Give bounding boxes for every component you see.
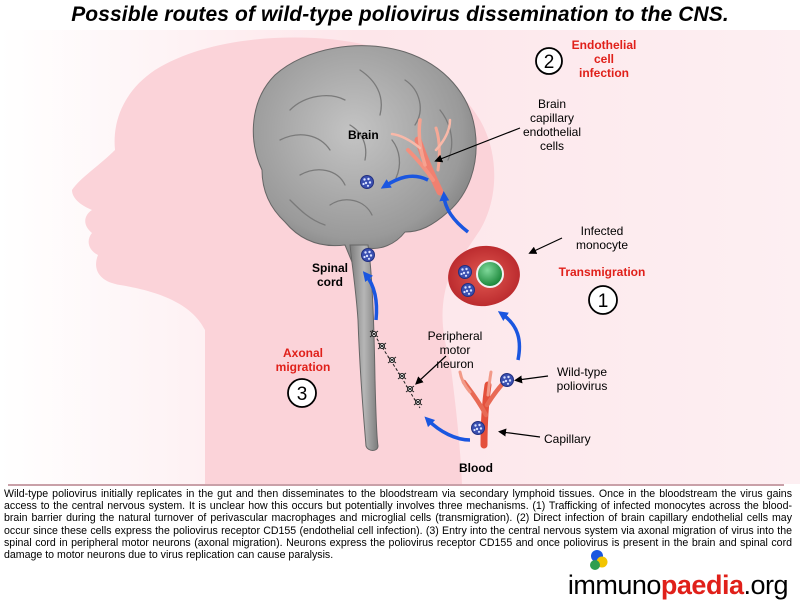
svg-text:migration: migration (276, 360, 331, 374)
label-endothelial-infection: Endothelial cell infection (572, 38, 637, 80)
arrow-monocyte-to-capillary (439, 191, 470, 234)
label-spinal-cord: Spinal cord (312, 261, 348, 289)
route-arrows (362, 174, 522, 442)
arrow-spinal-up (362, 271, 379, 321)
label-peripheral-motor-neuron: Peripheral motor neuron (428, 329, 483, 371)
arrow-capillary-to-neuron (424, 416, 471, 442)
svg-text:poliovirus: poliovirus (557, 379, 608, 393)
diagram-title: Possible routes of wild-type poliovirus … (71, 3, 729, 26)
virus-brain (360, 175, 374, 189)
virus-spinal (361, 248, 375, 262)
label-infected-monocyte: Infected monocyte (576, 224, 628, 252)
svg-text:Spinal: Spinal (312, 261, 348, 275)
logo-part-2: paedia (660, 570, 744, 600)
logo-part-1: immuno (567, 570, 662, 600)
pointer-capillary-cells (434, 127, 521, 163)
logo-part-3: .org (743, 570, 788, 600)
svg-text:cells: cells (540, 139, 564, 153)
svg-text:cell: cell (594, 52, 614, 66)
svg-text:endothelial: endothelial (523, 125, 581, 139)
svg-text:1: 1 (598, 291, 609, 312)
svg-text:2: 2 (544, 52, 555, 73)
route-number-1: 1 (588, 285, 618, 315)
svg-text:Wild-type: Wild-type (557, 365, 607, 379)
figure-caption: Wild-type poliovirus initially replicate… (4, 488, 792, 562)
virus-capillary (471, 421, 485, 435)
svg-text:Endothelial: Endothelial (572, 38, 637, 52)
pointer-capillary (498, 428, 541, 438)
svg-text:Peripheral: Peripheral (428, 329, 483, 343)
svg-text:infection: infection (579, 66, 629, 80)
svg-text:capillary: capillary (530, 111, 574, 125)
svg-text:Infected: Infected (581, 224, 624, 238)
svg-text:3: 3 (297, 384, 308, 405)
svg-text:motor: motor (440, 343, 471, 357)
svg-text:cord: cord (317, 275, 343, 289)
svg-text:neuron: neuron (436, 357, 473, 371)
spinal-cord (349, 244, 379, 451)
svg-text:Brain: Brain (538, 97, 566, 111)
peripheral-motor-neuron (369, 329, 423, 409)
label-capillary: Capillary (544, 432, 591, 446)
route-number-3: 3 (287, 378, 317, 408)
brain-folds (279, 69, 453, 226)
immunopaedia-logo: immunopaedia.org (567, 570, 789, 600)
pointer-wild-type (514, 375, 549, 384)
arrow-endothelial-to-brain (380, 174, 429, 189)
virus-blood (500, 373, 514, 387)
pointer-lines (415, 127, 563, 438)
pointer-peripheral (415, 355, 447, 385)
infected-monocyte (448, 245, 520, 307)
label-axonal-migration: Axonal migration (276, 346, 331, 374)
label-capillary-cells: Brain capillary endothelial cells (523, 97, 581, 153)
label-wild-type-poliovirus: Wild-type poliovirus (557, 365, 608, 393)
svg-text:monocyte: monocyte (576, 238, 628, 252)
caption-divider (8, 484, 784, 486)
pointer-monocyte (528, 237, 563, 254)
label-transmigration: Transmigration (559, 265, 646, 279)
poliovirus-diagram: 2 1 3 Brain Endothelial cell infection B… (0, 30, 800, 484)
immunopaedia-logo-mark (590, 550, 608, 570)
arrow-blood-to-monocyte (497, 311, 522, 361)
label-blood: Blood (459, 461, 493, 475)
label-brain: Brain (348, 128, 379, 142)
brain-capillary-branches (390, 118, 452, 196)
svg-text:Axonal: Axonal (283, 346, 323, 360)
route-number-2: 2 (535, 47, 563, 75)
